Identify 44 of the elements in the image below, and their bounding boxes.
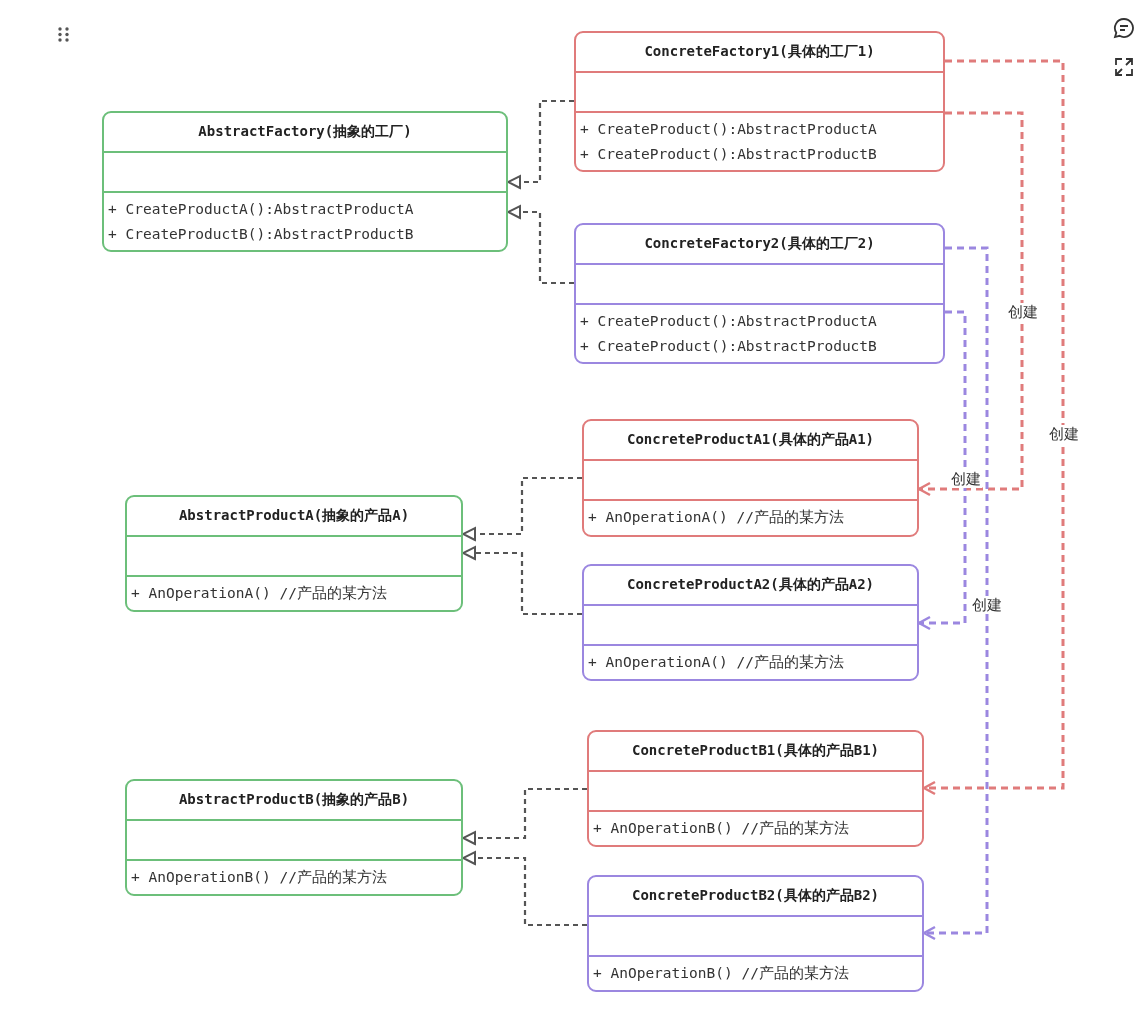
edge-label: 创建 xyxy=(1007,303,1039,321)
method-text: + CreateProductB():AbstractProductB xyxy=(108,225,415,244)
class-box xyxy=(587,875,924,992)
realization-arrow xyxy=(507,99,574,189)
class-box xyxy=(574,31,945,172)
method-text: + CreateProduct():AbstractProductB xyxy=(580,337,878,356)
method-text: + CreateProductA():AbstractProductA xyxy=(108,200,415,219)
class-name: AbstractProductA(抽象的产品A) xyxy=(178,507,410,525)
class-box xyxy=(582,419,919,537)
class-box xyxy=(574,223,945,364)
method-text: + AnOperationA() //产品的某方法 xyxy=(131,584,388,603)
edge-label: 创建 xyxy=(1048,425,1080,443)
method-text: + AnOperationB() //产品的某方法 xyxy=(131,868,388,887)
realization-arrow xyxy=(462,546,582,616)
class-name: AbstractFactory(抽象的工厂) xyxy=(198,123,412,141)
class-name: ConcreteFactory1(具体的工厂1) xyxy=(644,43,875,61)
method-text: + CreateProduct():AbstractProductA xyxy=(580,120,878,139)
method-text: + AnOperationA() //产品的某方法 xyxy=(588,653,845,672)
realization-arrow xyxy=(462,851,587,927)
class-name: AbstractProductB(抽象的产品B) xyxy=(178,791,410,809)
method-text: + AnOperationB() //产品的某方法 xyxy=(593,819,850,838)
class-name: ConcreteProductB2(具体的产品B2) xyxy=(632,887,879,905)
realization-arrow xyxy=(462,476,582,541)
class-box xyxy=(125,495,463,612)
class-box xyxy=(582,564,919,681)
class-name: ConcreteProductB1(具体的产品B1) xyxy=(632,742,879,760)
create-arrow xyxy=(917,111,1024,497)
class-box xyxy=(125,779,463,896)
method-text: + CreateProduct():AbstractProductB xyxy=(580,145,878,164)
realization-arrow xyxy=(507,205,574,285)
edge-label: 创建 xyxy=(950,470,982,488)
method-text: + CreateProduct():AbstractProductA xyxy=(580,312,878,331)
class-box xyxy=(587,730,924,847)
create-arrow xyxy=(922,246,989,941)
realization-arrow xyxy=(462,787,587,845)
class-name: ConcreteFactory2(具体的工厂2) xyxy=(644,235,875,253)
class-name: ConcreteProductA2(具体的产品A2) xyxy=(627,576,874,594)
edge-label: 创建 xyxy=(971,596,1003,614)
method-text: + AnOperationB() //产品的某方法 xyxy=(593,964,850,983)
create-arrow xyxy=(917,310,967,631)
method-text: + AnOperationA() //产品的某方法 xyxy=(588,508,845,527)
class-name: ConcreteProductA1(具体的产品A1) xyxy=(627,431,874,449)
create-arrow xyxy=(922,59,1065,796)
class-box xyxy=(102,111,508,252)
